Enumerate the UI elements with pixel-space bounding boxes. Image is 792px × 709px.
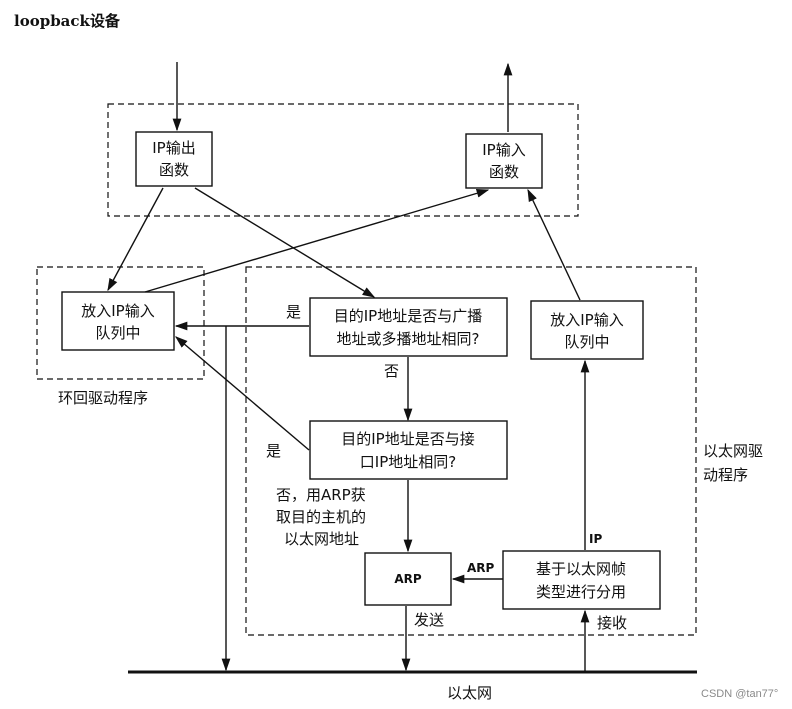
ip-output-line-2: 函数 bbox=[159, 161, 189, 179]
arrow-loop-queue-to-ip-input bbox=[144, 189, 490, 293]
ethernet-driver-region bbox=[245, 266, 697, 636]
ethernet-driver-label-1: 以太网驱 bbox=[703, 442, 763, 460]
demux-line-2: 类型进行分用 bbox=[536, 583, 626, 601]
arrow-eth-queue-to-ip-input bbox=[527, 188, 581, 301]
csdn-watermark: CSDN @tan77° bbox=[701, 688, 778, 700]
arp-edge-label: ARP bbox=[467, 561, 495, 575]
ethernet-label: 以太网 bbox=[447, 684, 492, 702]
check-broadcast-box bbox=[309, 297, 508, 357]
send-label: 发送 bbox=[414, 611, 444, 629]
yes-label-iface: 是 bbox=[266, 442, 281, 460]
no-arp-label-line-2: 取目的主机的 bbox=[276, 508, 366, 526]
demux-line-1: 基于以太网帧 bbox=[536, 560, 626, 578]
no-arp-label-line-1: 否，用ARP获 bbox=[276, 486, 366, 504]
check-broadcast-line-2: 地址或多播地址相同? bbox=[337, 330, 480, 348]
check-iface-line-2: 口IP地址相同? bbox=[360, 453, 456, 471]
ip-output-box bbox=[135, 131, 213, 187]
ip-input-line-1: IP输入 bbox=[482, 141, 525, 159]
loop-queue-line-1: 放入IP输入 bbox=[81, 302, 154, 320]
yes-label-broadcast: 是 bbox=[286, 303, 301, 321]
receive-label: 接收 bbox=[597, 614, 627, 632]
arp-box bbox=[364, 552, 452, 606]
page-title: loopback设备 bbox=[14, 12, 120, 30]
loop-queue-line-2: 队列中 bbox=[95, 324, 140, 342]
loopback-driver-label: 环回驱动程序 bbox=[58, 389, 148, 407]
ip-input-box bbox=[465, 133, 543, 189]
ip-input-line-2: 函数 bbox=[489, 163, 519, 181]
arrow-iface-yes-to-loop-queue bbox=[175, 336, 310, 451]
demux-box bbox=[502, 550, 661, 610]
check-iface-line-1: 目的IP地址是否与接 bbox=[341, 430, 474, 448]
arrow-output-to-loop-queue bbox=[107, 187, 164, 292]
ip-output-line-1: IP输出 bbox=[152, 139, 195, 157]
eth-queue-box bbox=[530, 300, 644, 360]
check-broadcast-line-1: 目的IP地址是否与广播 bbox=[334, 307, 482, 325]
eth-queue-line-1: 放入IP输入 bbox=[550, 311, 623, 329]
no-label-broadcast: 否 bbox=[384, 362, 399, 380]
eth-queue-line-2: 队列中 bbox=[564, 333, 609, 351]
ip-edge-label: IP bbox=[589, 532, 602, 546]
arrow-output-to-check-broadcast bbox=[194, 187, 376, 298]
loop-queue-box bbox=[61, 291, 175, 351]
no-arp-label-line-3: 以太网地址 bbox=[284, 530, 359, 548]
ethernet-driver-label-2: 动程序 bbox=[703, 466, 748, 484]
arp-box-label: ARP bbox=[394, 572, 422, 586]
ip-layer-region bbox=[107, 103, 579, 217]
